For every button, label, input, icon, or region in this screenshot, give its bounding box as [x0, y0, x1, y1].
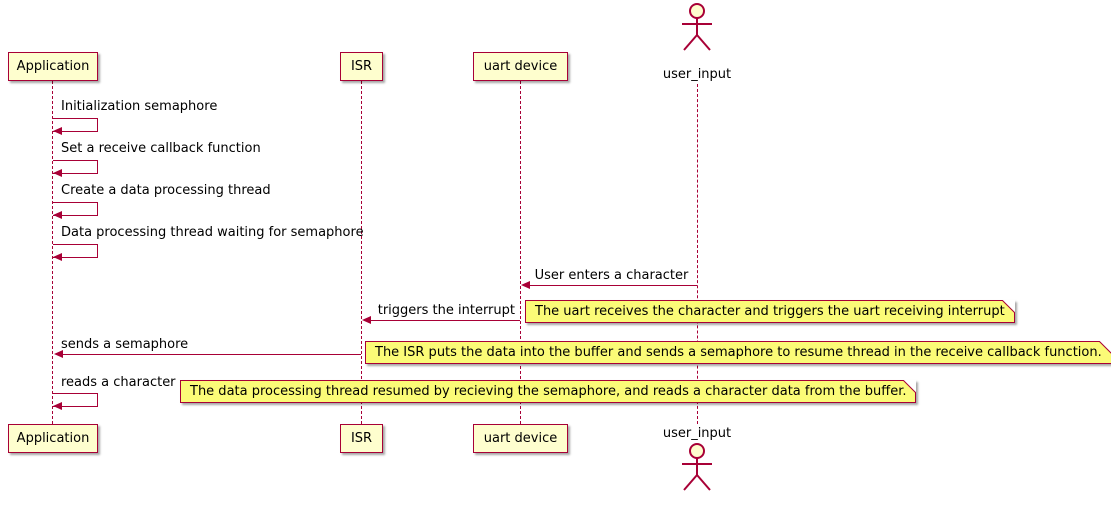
message-label-triggers-interrupt: triggers the interrupt	[377, 303, 515, 318]
message-label-create-thread: Create a data processing thread	[61, 183, 271, 198]
lifeline-user-input	[697, 84, 698, 424]
self-message-arrow	[53, 244, 98, 261]
participant-application-bottom: Application	[8, 424, 98, 453]
note-fold-icon	[903, 380, 917, 393]
participant-isr-top: ISR	[340, 52, 383, 81]
arrowhead-icon	[53, 127, 62, 135]
message-label-user-enters: User enters a character	[534, 268, 689, 283]
self-message-arrow	[53, 202, 98, 219]
message-line	[63, 354, 361, 355]
message-line	[530, 285, 697, 286]
user-actor-icon	[682, 3, 712, 51]
note-isr-semaphore: The ISR puts the data into the buffer an…	[365, 341, 1111, 364]
participant-uart-device-bottom: uart device	[473, 424, 568, 453]
arrowhead-icon	[54, 350, 63, 358]
message-line	[371, 320, 520, 321]
self-message-arrow	[53, 393, 98, 410]
lifeline-application	[52, 81, 53, 424]
note-text: The uart receives the character and trig…	[535, 304, 1005, 319]
lifeline-uart-device	[520, 81, 521, 424]
message-label-reads-character: reads a character	[61, 375, 176, 390]
message-label-wait-semaphore: Data processing thread waiting for semap…	[61, 225, 364, 240]
arrowhead-icon	[53, 402, 62, 410]
arrowhead-icon	[53, 253, 62, 261]
self-message-arrow	[53, 118, 98, 135]
note-fold-icon	[1001, 300, 1015, 313]
arrowhead-icon	[362, 316, 371, 324]
self-message-arrow	[53, 160, 98, 177]
user-actor-icon	[682, 443, 712, 491]
participant-isr-bottom: ISR	[340, 424, 383, 453]
participant-application-top: Application	[8, 52, 98, 81]
note-text: The ISR puts the data into the buffer an…	[375, 345, 1102, 360]
note-text: The data processing thread resumed by re…	[190, 384, 907, 399]
actor-label-user-input-bottom: user_input	[662, 426, 732, 441]
arrowhead-icon	[53, 211, 62, 219]
actor-label-user-input-top: user_input	[662, 67, 732, 82]
note-fold-icon	[1098, 341, 1111, 354]
participant-uart-device-top: uart device	[473, 52, 568, 81]
lifeline-isr	[361, 81, 362, 424]
arrowhead-icon	[521, 281, 530, 289]
note-uart-interrupt: The uart receives the character and trig…	[525, 300, 1015, 323]
message-label-sends-semaphore: sends a semaphore	[61, 337, 189, 352]
message-label-init-semaphore: Initialization semaphore	[61, 99, 218, 114]
arrowhead-icon	[53, 169, 62, 177]
message-label-set-callback: Set a receive callback function	[61, 141, 261, 156]
note-thread-resume: The data processing thread resumed by re…	[180, 380, 917, 403]
